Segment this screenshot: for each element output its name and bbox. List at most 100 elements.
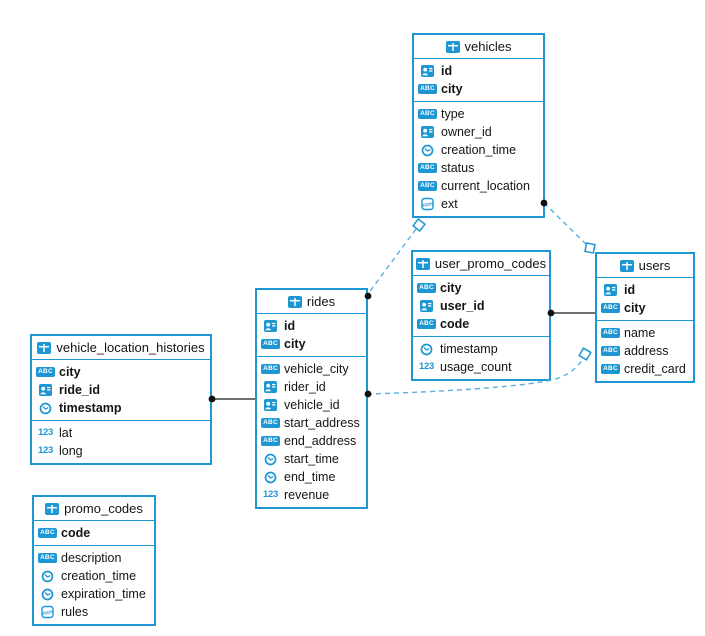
abc-text-icon: ABC bbox=[36, 366, 55, 378]
table-header[interactable]: promo_codes bbox=[34, 497, 154, 521]
column-name: revenue bbox=[284, 487, 330, 502]
column-name: end_time bbox=[284, 469, 336, 484]
svg-text:JSON: JSON bbox=[42, 609, 54, 616]
abc-text-icon: ABC bbox=[261, 417, 280, 429]
clock-icon bbox=[417, 343, 436, 356]
table-header[interactable]: users bbox=[597, 254, 693, 278]
column-row: id bbox=[597, 281, 693, 299]
table-name: promo_codes bbox=[64, 501, 143, 516]
abc-text-icon: ABC bbox=[601, 345, 620, 357]
column-name: code bbox=[440, 316, 470, 331]
table-icon bbox=[37, 341, 52, 354]
abc-text-icon: ABC bbox=[601, 327, 620, 339]
id-badge-icon bbox=[418, 126, 437, 138]
column-name: id bbox=[624, 282, 636, 297]
abc-text-icon: ABC bbox=[418, 180, 437, 192]
column-name: end_address bbox=[284, 433, 357, 448]
column-name: ext bbox=[441, 196, 458, 211]
table-name: users bbox=[638, 258, 671, 273]
id-badge-icon bbox=[261, 320, 280, 332]
abc-text-icon: ABC bbox=[418, 83, 437, 95]
column-row: timestamp bbox=[32, 399, 210, 417]
table-name: vehicle_location_histories bbox=[56, 340, 205, 355]
column-name: status bbox=[441, 160, 475, 175]
table-icon bbox=[445, 40, 460, 53]
table-header[interactable]: user_promo_codes bbox=[413, 252, 549, 276]
column-name: credit_card bbox=[624, 361, 686, 376]
column-row: ABC current_location bbox=[414, 177, 543, 195]
table-header[interactable]: vehicle_location_histories bbox=[32, 336, 210, 360]
json-icon: JSON bbox=[418, 197, 437, 211]
table-icon bbox=[619, 259, 634, 272]
column-name: city bbox=[284, 336, 306, 351]
clock-icon bbox=[418, 144, 437, 157]
column-name: city bbox=[624, 300, 646, 315]
123-number-icon: 123 bbox=[38, 445, 53, 457]
column-name: current_location bbox=[441, 178, 530, 193]
column-row: id bbox=[414, 62, 543, 80]
relation-square-marker-users-top bbox=[584, 242, 596, 254]
abc-text-icon: ABC bbox=[261, 338, 280, 350]
id-badge-icon bbox=[417, 300, 436, 312]
column-name: city bbox=[59, 364, 81, 379]
column-name: type bbox=[441, 106, 465, 121]
table-header[interactable]: rides bbox=[257, 290, 366, 314]
column-row: ABC type bbox=[414, 105, 543, 123]
column-row: owner_id bbox=[414, 123, 543, 141]
table-icon bbox=[45, 502, 60, 515]
json-icon: JSON bbox=[38, 605, 57, 619]
abc-text-icon: ABC bbox=[601, 363, 620, 375]
column-name: address bbox=[624, 343, 669, 358]
column-row: user_id bbox=[413, 297, 549, 315]
abc-text-icon: ABC bbox=[418, 108, 437, 120]
abc-text-icon: ABC bbox=[418, 162, 437, 174]
clock-icon bbox=[38, 588, 57, 601]
table-icon bbox=[287, 295, 302, 308]
id-badge-icon bbox=[36, 384, 55, 396]
column-name: id bbox=[284, 318, 296, 333]
column-name: creation_time bbox=[441, 142, 517, 157]
abc-text-icon: ABC bbox=[261, 363, 280, 375]
column-name: timestamp bbox=[440, 341, 498, 356]
column-row: start_time bbox=[257, 450, 366, 468]
column-row: ABC vehicle_city bbox=[257, 360, 366, 378]
column-name: start_address bbox=[284, 415, 360, 430]
abc-text-icon: ABC bbox=[38, 527, 57, 539]
column-name: ride_id bbox=[59, 382, 100, 397]
abc-text-icon: ABC bbox=[417, 282, 436, 294]
column-row: ABC city bbox=[32, 363, 210, 381]
column-name: lat bbox=[59, 425, 73, 440]
column-name: code bbox=[61, 525, 91, 540]
column-name: start_time bbox=[284, 451, 339, 466]
table-name: vehicles bbox=[464, 39, 512, 54]
id-badge-icon bbox=[601, 284, 620, 296]
column-name: usage_count bbox=[440, 359, 512, 374]
table-name: user_promo_codes bbox=[434, 256, 547, 271]
column-row: ABC code bbox=[34, 524, 154, 542]
table-header[interactable]: vehicles bbox=[414, 35, 543, 59]
column-name: id bbox=[441, 63, 453, 78]
column-row: ride_id bbox=[32, 381, 210, 399]
column-row: ABC credit_card bbox=[597, 360, 693, 378]
column-name: vehicle_city bbox=[284, 361, 349, 376]
column-name: description bbox=[61, 550, 122, 565]
